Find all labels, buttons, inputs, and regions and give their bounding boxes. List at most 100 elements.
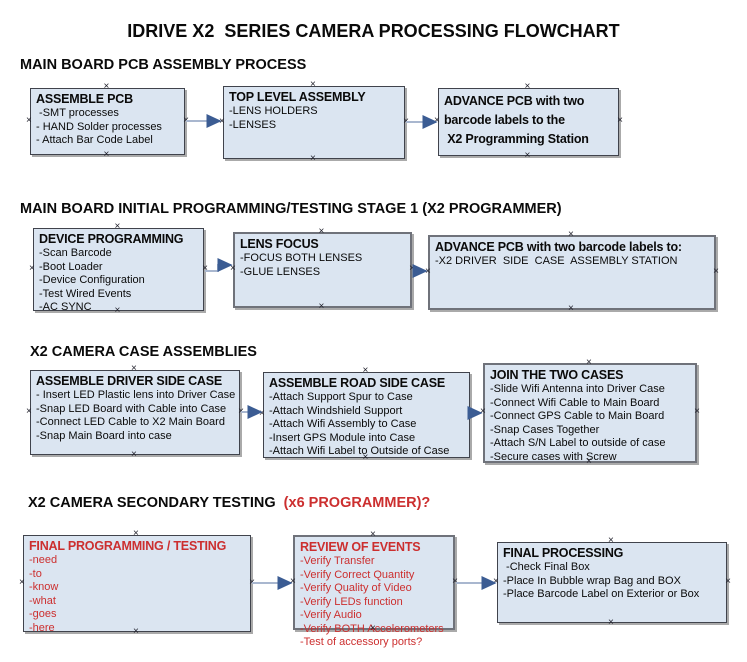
connector-handle-icon: × bbox=[26, 405, 32, 417]
box-line: -Snap LED Board with Cable into Case bbox=[36, 402, 227, 415]
box-title: FINAL PROGRAMMING / TESTING bbox=[29, 539, 227, 553]
connector-handle-icon: × bbox=[694, 406, 700, 417]
connector-handle-icon: × bbox=[133, 528, 139, 539]
box-assemble-pcb: ASSEMBLE PCB -SMT processes - HAND Solde… bbox=[26, 82, 189, 160]
connector-handle-icon: × bbox=[725, 575, 731, 587]
connector-handle-icon: × bbox=[568, 303, 574, 314]
connector-handle-icon: × bbox=[713, 265, 719, 277]
section-heading-initial-programming: MAIN BOARD INITIAL PROGRAMMING/TESTING S… bbox=[20, 201, 562, 217]
box-line: -Scan Barcode bbox=[39, 247, 112, 259]
box-line: -what bbox=[29, 594, 56, 607]
box-line: -Place Barcode Label on Exterior or Box bbox=[503, 588, 700, 600]
box-join-the-two-cases: JOIN THE TWO CASES -Slide Wifi Antenna i… bbox=[480, 358, 700, 467]
connector-handle-icon: × bbox=[493, 575, 499, 587]
box-final-processing: FINAL PROCESSING -Check Final Box -Place… bbox=[493, 536, 731, 628]
box-title: DEVICE PROGRAMMING bbox=[39, 232, 184, 246]
box-title: FINAL PROCESSING bbox=[503, 546, 624, 560]
connector-handle-icon: × bbox=[362, 452, 369, 463]
connector-handle-icon: × bbox=[403, 115, 409, 127]
box-line: -Attach Wifi Label to Outside of Case bbox=[269, 445, 450, 457]
box-line: -Attach S/N Label to outside of case bbox=[490, 437, 666, 449]
box-line: -Snap Main Board into case bbox=[36, 429, 172, 442]
connector-handle-icon: × bbox=[183, 114, 189, 126]
connector-handle-icon: × bbox=[131, 449, 137, 460]
box-title: ADVANCE PCB with two barcode labels to: bbox=[435, 240, 682, 254]
connector-handle-icon: × bbox=[617, 115, 623, 126]
connector-handle-icon: × bbox=[568, 229, 574, 240]
connector-handle-icon: × bbox=[524, 81, 531, 92]
connector-handle-icon: × bbox=[425, 265, 431, 277]
box-line: -know bbox=[29, 581, 59, 593]
box-line: -Connect GPS Cable to Main Board bbox=[490, 410, 665, 422]
box-line: ADVANCE PCB with two bbox=[444, 94, 585, 108]
arrow-deviceprog-to-lensfocus bbox=[205, 258, 233, 272]
connector-handle-icon: × bbox=[133, 626, 139, 637]
connector-handle-icon: × bbox=[26, 114, 32, 126]
box-line: -Insert GPS Module into Case bbox=[269, 431, 416, 444]
box-title: ASSEMBLE ROAD SIDE CASE bbox=[269, 376, 445, 390]
box-title: JOIN THE TWO CASES bbox=[490, 368, 624, 382]
box-line: -Attach Support Spur to Case bbox=[269, 391, 413, 403]
connector-handle-icon: × bbox=[103, 81, 110, 92]
box-line: -GLUE LENSES bbox=[240, 265, 321, 278]
connector-handle-icon: × bbox=[608, 617, 614, 628]
box-line: -goes bbox=[29, 608, 57, 620]
connector-handle-icon: × bbox=[238, 405, 244, 417]
connector-handle-icon: × bbox=[586, 456, 592, 467]
box-line: -Connect LED Cable to X2 Main Board bbox=[36, 416, 225, 428]
connector-handle-icon: × bbox=[114, 221, 121, 232]
box-line: -need bbox=[29, 554, 58, 566]
connector-handle-icon: × bbox=[409, 263, 415, 274]
connector-handle-icon: × bbox=[362, 365, 369, 376]
box-line: -Test Wired Events bbox=[39, 287, 132, 300]
connector-handle-icon: × bbox=[29, 262, 35, 274]
connector-handle-icon: × bbox=[19, 576, 25, 588]
box-final-programming-testing: FINAL PROGRAMMING / TESTING -need -to -k… bbox=[19, 529, 255, 637]
connector-handle-icon: × bbox=[370, 623, 376, 634]
box-line: -Device Configuration bbox=[39, 274, 145, 286]
connector-handle-icon: × bbox=[452, 575, 458, 587]
box-line: -Place In Bubble wrap Bag and BOX bbox=[503, 574, 681, 587]
connector-handle-icon: × bbox=[318, 301, 325, 312]
box-line: -Attach Wifi Assembly to Case bbox=[269, 418, 417, 430]
connector-handle-icon: × bbox=[202, 262, 208, 274]
box-title: ASSEMBLE PCB bbox=[36, 92, 133, 106]
box-line: -Verify Quality of Video bbox=[300, 582, 412, 594]
connector-handle-icon: × bbox=[259, 408, 265, 419]
box-line: - Attach Bar Code Label bbox=[36, 134, 153, 146]
box-line: - Insert LED Plastic lens into Driver Ca… bbox=[36, 389, 236, 401]
box-line: -here bbox=[29, 621, 55, 634]
box-line: -Attach Windshield Support bbox=[269, 404, 403, 417]
box-line: -LENSES bbox=[229, 118, 277, 131]
connector-handle-icon: × bbox=[230, 263, 236, 274]
connector-handle-icon: × bbox=[310, 79, 316, 90]
box-line: X2 Programming Station bbox=[444, 132, 589, 146]
box-line: -FOCUS BOTH LENSES bbox=[240, 252, 363, 264]
box-device-programming: DEVICE PROGRAMMING -Scan Barcode -Boot L… bbox=[29, 222, 208, 316]
connector-handle-icon: × bbox=[586, 357, 592, 368]
box-line: -to bbox=[29, 567, 42, 580]
box-line: -Snap Cases Together bbox=[490, 423, 600, 436]
box-line: -Check Final Box bbox=[503, 561, 590, 573]
box-title: TOP LEVEL ASSEMBLY bbox=[229, 90, 366, 104]
box-line: -Connect Wifi Cable to Main Board bbox=[490, 396, 660, 409]
box-title: ASSEMBLE DRIVER SIDE CASE bbox=[36, 374, 223, 388]
box-line: -SMT processes bbox=[36, 107, 119, 119]
box-line: - HAND Solder processes bbox=[36, 120, 162, 133]
connector-handle-icon: × bbox=[468, 408, 474, 419]
connector-handle-icon: × bbox=[318, 226, 325, 237]
connector-handle-icon: × bbox=[310, 153, 316, 164]
box-line-overflow: -Test of accessory ports? bbox=[300, 636, 423, 648]
box-line: -Secure cases with Screw bbox=[490, 450, 617, 463]
connector-handle-icon: × bbox=[131, 363, 137, 374]
connector-handle-icon: × bbox=[103, 149, 110, 160]
box-assemble-driver-side-case: ASSEMBLE DRIVER SIDE CASE - Insert LED P… bbox=[26, 364, 244, 460]
connector-handle-icon: × bbox=[249, 576, 255, 588]
connector-handle-icon: × bbox=[608, 535, 614, 546]
box-line: -Verify Audio bbox=[300, 609, 362, 621]
box-line: -Boot Loader bbox=[39, 260, 103, 273]
section-heading-secondary-testing-red: (x6 PROGRAMMER)? bbox=[283, 495, 431, 511]
box-review-of-events: REVIEW OF EVENTS -Verify Transfer -Verif… bbox=[290, 530, 458, 649]
box-line: -Verify BOTH Accelerometers bbox=[300, 622, 444, 635]
